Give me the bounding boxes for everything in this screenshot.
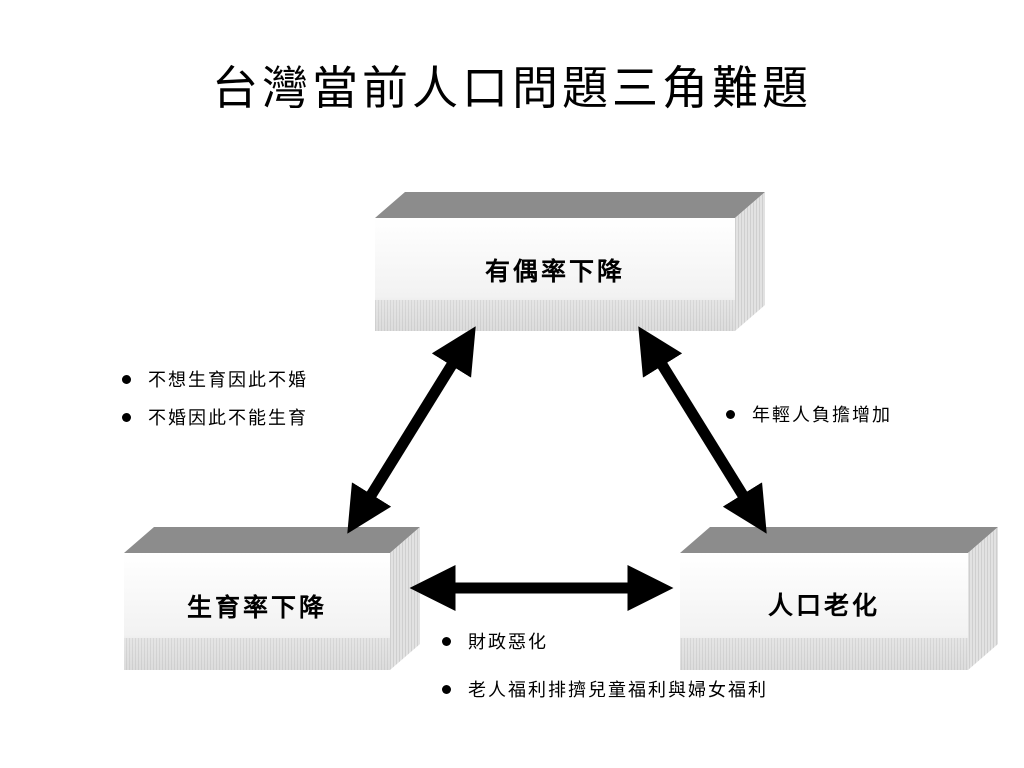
notes-bottom-edge: 財政惡化 老人福利排擠兒童福利與婦女福利 xyxy=(438,628,768,714)
bullet-icon xyxy=(122,413,131,422)
box-top-top-face xyxy=(375,192,765,218)
page-title: 台灣當前人口問題三角難題 xyxy=(212,61,812,115)
note-text: 不婚因此不能生育 xyxy=(148,408,308,429)
list-item: 不婚因此不能生育 xyxy=(118,404,308,442)
note-text: 財政惡化 xyxy=(468,632,548,653)
box-right-side-face xyxy=(968,527,998,670)
box-left xyxy=(124,527,420,670)
list-item: 財政惡化 xyxy=(438,628,768,676)
box-left-side-face xyxy=(390,527,420,670)
arrow-top-left xyxy=(347,326,476,534)
box-right-top-face xyxy=(680,527,998,553)
arrow-top-right xyxy=(638,326,767,534)
box-top-front-band xyxy=(375,300,735,331)
box-top-side-face xyxy=(735,192,765,331)
note-text: 老人福利排擠兒童福利與婦女福利 xyxy=(468,680,768,701)
bullet-icon xyxy=(442,637,451,646)
box-left-top-face xyxy=(124,527,420,553)
box-right-front-band xyxy=(680,638,968,670)
note-text: 不想生育因此不婚 xyxy=(148,370,308,391)
notes-left-edge: 不想生育因此不婚 不婚因此不能生育 xyxy=(118,366,308,442)
notes-right-edge: 年輕人負擔增加 xyxy=(722,401,892,439)
bullet-icon xyxy=(726,410,735,419)
node-right-label: 人口老化 xyxy=(767,591,880,620)
bullet-icon xyxy=(442,685,451,694)
list-item: 不想生育因此不婚 xyxy=(118,366,308,404)
box-right xyxy=(680,527,998,670)
box-top xyxy=(375,192,765,331)
list-item: 老人福利排擠兒童福利與婦女福利 xyxy=(438,676,768,714)
list-item: 年輕人負擔增加 xyxy=(722,401,892,439)
node-top-label: 有偶率下降 xyxy=(484,257,625,286)
box-left-front-band xyxy=(124,638,390,670)
node-left-label: 生育率下降 xyxy=(186,593,327,622)
bullet-icon xyxy=(122,375,131,384)
note-text: 年輕人負擔增加 xyxy=(752,405,892,426)
